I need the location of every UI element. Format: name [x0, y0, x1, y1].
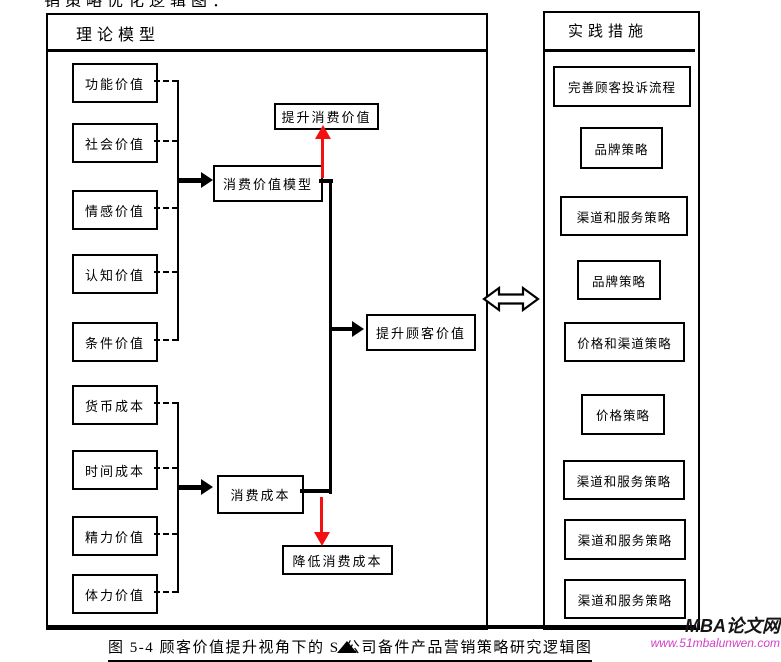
measure-box-brand-1: 品牌策略 — [580, 127, 663, 169]
practice-header-separator — [545, 49, 695, 52]
double-arrow-icon — [482, 285, 540, 313]
watermark-url: www.51mbalunwen.com — [650, 635, 780, 650]
connector-monetary — [154, 402, 178, 404]
arrow-to-customer-head-icon — [352, 321, 364, 337]
connector-social — [154, 140, 178, 142]
watermark: MBA论文网 www.51mbalunwen.com — [651, 616, 780, 650]
cost-bus-line — [177, 402, 179, 593]
measure-box-brand-2: 品牌策略 — [577, 260, 661, 300]
measure-box-channel-service-3: 渠道和服务策略 — [564, 519, 686, 560]
arrow-to-cost-head-icon — [201, 479, 213, 495]
arrow-to-customer-shaft — [331, 327, 354, 331]
measure-box-price: 价格策略 — [581, 394, 665, 435]
red-up-arrow-head-icon — [315, 125, 331, 139]
cost-box-time: 时间成本 — [72, 450, 158, 490]
consumption-value-model-box: 消费价值模型 — [213, 165, 323, 202]
red-down-arrow-shaft — [320, 497, 323, 533]
connector-time — [154, 467, 178, 469]
figure-bottom-rule — [46, 625, 696, 629]
value-box-cognitive: 认知价值 — [72, 254, 158, 294]
trunk-top-segment — [319, 179, 333, 183]
red-up-arrow-shaft — [321, 137, 324, 178]
practice-panel — [543, 11, 700, 630]
black-triangle-mark-icon — [337, 641, 357, 653]
trunk-vertical-line — [329, 179, 332, 494]
value-box-conditional: 条件价值 — [72, 322, 158, 362]
arrow-to-model-head-icon — [201, 172, 213, 188]
theory-header-separator — [46, 49, 486, 52]
cost-box-energy: 精力价值 — [72, 516, 158, 556]
measure-box-complaint-process: 完善顾客投诉流程 — [553, 66, 691, 107]
trunk-bottom-segment — [300, 489, 332, 493]
connector-cognitive — [154, 271, 178, 273]
value-box-functional: 功能价值 — [72, 63, 158, 103]
connector-energy — [154, 533, 178, 535]
arrow-to-cost-shaft — [178, 485, 203, 490]
lower-consumption-cost-box: 降低消费成本 — [282, 545, 393, 575]
theory-model-panel — [46, 13, 488, 630]
measure-box-channel-service-1: 渠道和服务策略 — [560, 196, 688, 236]
measure-box-channel-service-2: 渠道和服务策略 — [563, 460, 685, 500]
value-box-emotional: 情感价值 — [72, 190, 158, 230]
connector-conditional — [154, 339, 178, 341]
cost-box-physical: 体力价值 — [72, 574, 158, 614]
connector-functional — [154, 80, 178, 82]
theory-panel-title: 理论模型 — [76, 27, 161, 44]
practice-panel-title: 实践措施 — [568, 24, 649, 40]
clipped-paragraph-text: 销策略优化逻辑图： — [0, 0, 400, 7]
cost-box-monetary: 货币成本 — [72, 385, 158, 425]
raise-customer-value-box: 提升顾客价值 — [366, 314, 476, 351]
connector-physical — [154, 591, 178, 593]
value-box-social: 社会价值 — [72, 123, 158, 163]
watermark-site-name: MBA论文网 — [685, 616, 780, 636]
arrow-to-model-shaft — [178, 178, 203, 183]
consumption-cost-box: 消费成本 — [217, 475, 304, 514]
value-bus-line — [177, 80, 179, 341]
connector-emotional — [154, 207, 178, 209]
measure-box-price-channel: 价格和渠道策略 — [564, 322, 685, 362]
red-down-arrow-head-icon — [314, 532, 330, 546]
measure-box-channel-service-4: 渠道和服务策略 — [564, 579, 686, 619]
